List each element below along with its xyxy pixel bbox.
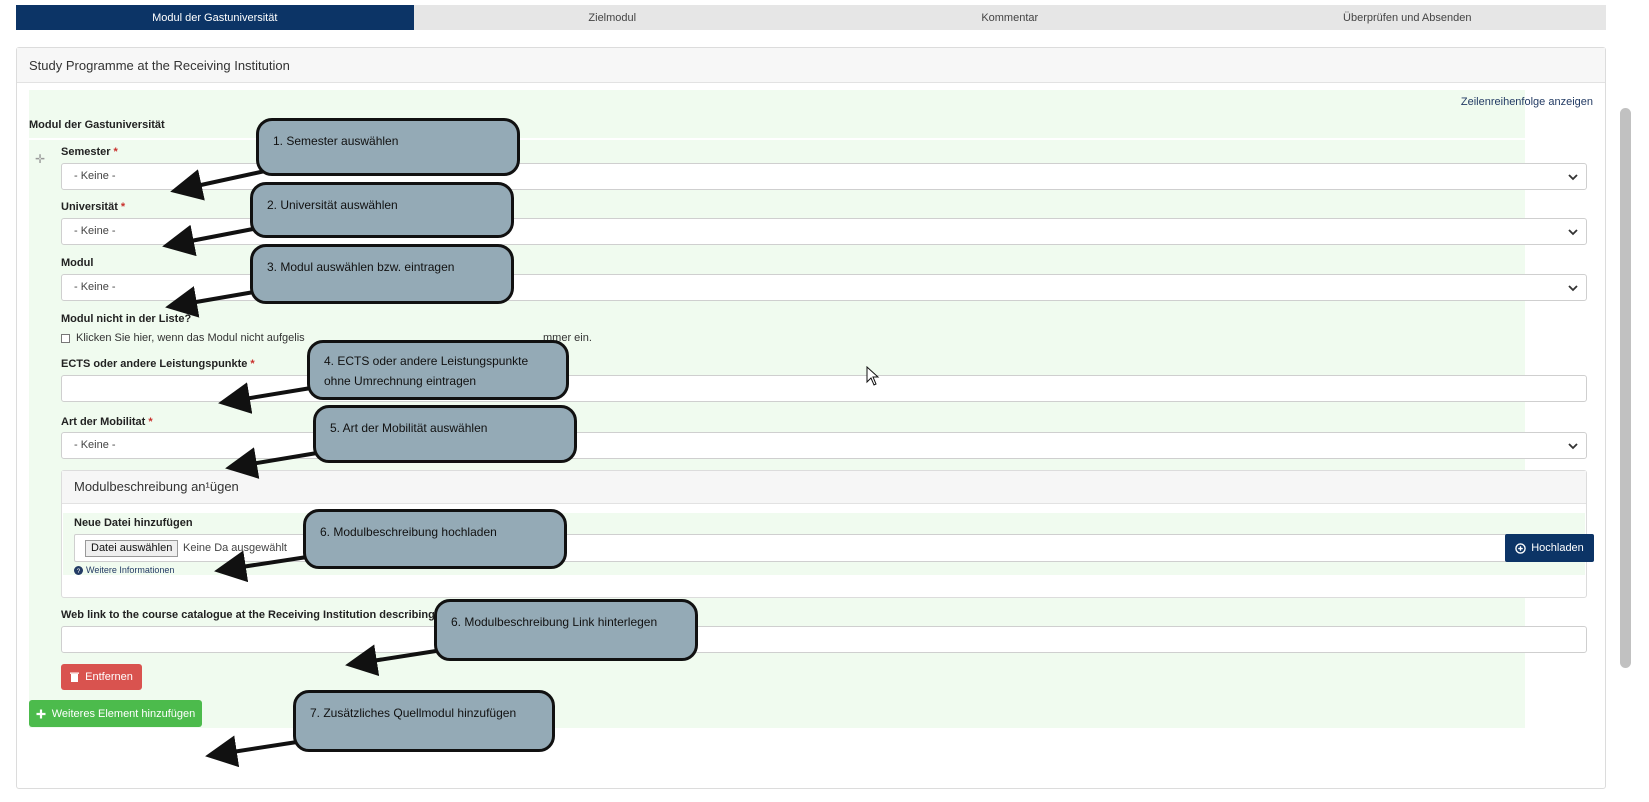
choose-file-button[interactable]: Datei auswählen bbox=[85, 540, 179, 557]
file-input[interactable]: Datei auswählen Keine Da ausgewählt bbox=[74, 534, 1573, 562]
row-order-link[interactable]: Zeilenreihenfolge anzeigen bbox=[1460, 96, 1593, 108]
mobilitaet-label: Art der Mobilitat* bbox=[61, 416, 153, 428]
universitaet-label: Universität* bbox=[61, 201, 126, 213]
weblink-label: Web link to the course catalogue at the … bbox=[61, 609, 455, 621]
tab-zielmodul[interactable]: Zielmodul bbox=[588, 11, 637, 24]
chevron-down-icon bbox=[1568, 229, 1578, 236]
trash-icon bbox=[70, 672, 80, 682]
upload-panel: Modulbeschreibung an¹ügen Neue Datei hin… bbox=[61, 470, 1594, 598]
more-info-link[interactable]: ? Weitere Informationen bbox=[74, 565, 174, 575]
add-element-button[interactable]: Weiteres Element hinzufügen bbox=[29, 700, 202, 727]
callout-universitaet: 2. Universität auswählen bbox=[250, 182, 514, 238]
upload-panel-title: Modulbeschreibung an¹ügen bbox=[62, 471, 1586, 504]
module-header-area bbox=[29, 90, 1525, 138]
chevron-down-icon bbox=[1568, 285, 1578, 292]
not-in-list-checkbox[interactable] bbox=[61, 333, 70, 343]
chevron-down-icon bbox=[1568, 174, 1578, 181]
callout-modulbeschreibung-link: 6. Modulbeschreibung Link hinterlegen bbox=[434, 599, 698, 661]
new-file-label: Neue Datei hinzufügen bbox=[74, 517, 193, 529]
svg-text:?: ? bbox=[77, 568, 81, 575]
upload-button[interactable]: Hochladen bbox=[1505, 534, 1594, 562]
callout-mobilitaet: 5. Art der Mobilität auswählen bbox=[313, 405, 577, 463]
mouse-cursor-icon bbox=[866, 366, 880, 386]
plus-icon bbox=[36, 709, 46, 718]
page-scrollbar[interactable] bbox=[1620, 108, 1631, 668]
plus-circle-icon bbox=[1515, 542, 1526, 554]
not-in-list-row: Klicken Sie hier, wenn das Modul nicht a… bbox=[61, 332, 305, 344]
callout-modul: 3. Modul auswählen bzw. eintragen bbox=[250, 244, 514, 304]
callout-semester: 1. Semester auswählen bbox=[256, 118, 520, 176]
drag-handle-icon[interactable]: ✛ bbox=[35, 152, 46, 166]
not-in-list-label: Modul nicht in der Liste? bbox=[61, 313, 192, 325]
panel-title: Study Programme at the Receiving Institu… bbox=[17, 48, 1605, 83]
module-section-title: Modul der Gastuniversität bbox=[29, 119, 165, 131]
semester-label: Semester* bbox=[61, 146, 118, 158]
tab-ueberpruefen[interactable]: Überprüfen und Absenden bbox=[1343, 11, 1472, 24]
tab-kommentar[interactable]: Kommentar bbox=[981, 11, 1039, 24]
tab-modul-gastuniversitaet[interactable]: Modul der Gastuniversität bbox=[16, 5, 414, 30]
weblink-input[interactable] bbox=[61, 626, 1587, 653]
mobilitaet-select[interactable]: - Keine - bbox=[61, 432, 1587, 459]
ects-label: ECTS oder andere Leistungspunkte* bbox=[61, 358, 255, 370]
question-circle-icon: ? bbox=[74, 565, 83, 575]
remove-button[interactable]: Entfernen bbox=[61, 664, 142, 690]
file-status-text: Keine Da ausgewählt bbox=[183, 542, 287, 554]
wizard-tabs: Modul der Gastuniversität Zielmodul Komm… bbox=[16, 5, 1606, 30]
callout-ects: 4. ECTS oder andere Leistungspunkte ohne… bbox=[307, 340, 569, 400]
checkbox-text: Klicken Sie hier, wenn das Modul nicht a… bbox=[76, 332, 305, 344]
ects-input[interactable] bbox=[61, 375, 1587, 402]
callout-zusaetzliches-quellmodul: 7. Zusätzliches Quellmodul hinzufügen bbox=[293, 690, 555, 752]
callout-modulbeschreibung-upload: 6. Modulbeschreibung hochladen bbox=[303, 509, 567, 569]
study-programme-panel: Study Programme at the Receiving Institu… bbox=[16, 47, 1606, 789]
chevron-down-icon bbox=[1568, 443, 1578, 450]
modul-label: Modul bbox=[61, 257, 94, 269]
